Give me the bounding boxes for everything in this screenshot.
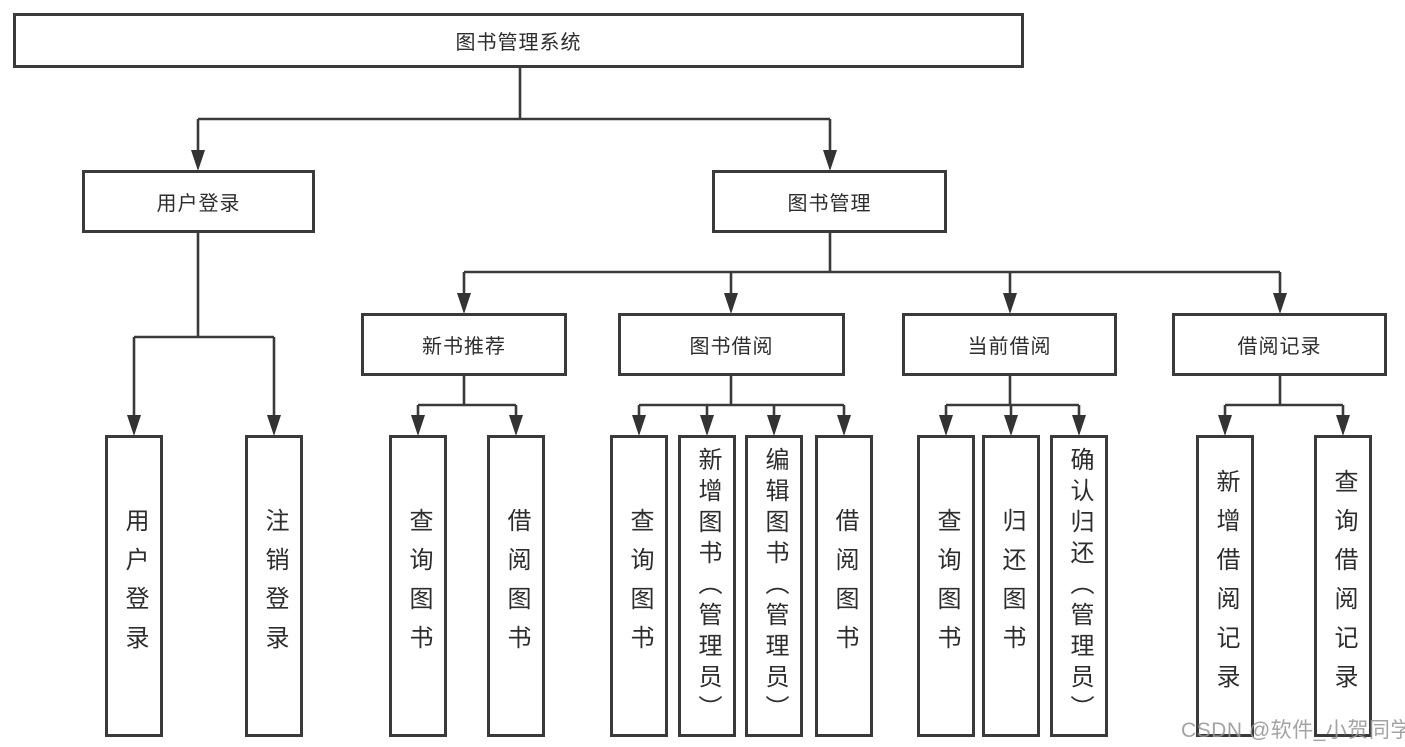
leaf-user-login-label: 用户登录 <box>121 508 148 664</box>
node-user-login-label: 用户登录 <box>156 193 241 215</box>
leaf-confirm-return-admin-label: 确认归还（管理员） <box>1066 446 1093 726</box>
leaf-query-books-recommend-label: 查询图书 <box>405 508 432 664</box>
node-current-borrowing-label: 当前借阅 <box>967 336 1052 358</box>
leaf-add-borrow-record: 新增借阅记录 <box>1196 435 1254 737</box>
leaf-return-books: 归还图书 <box>982 435 1040 737</box>
leaf-borrow-books-borrowing: 借阅图书 <box>815 435 873 737</box>
leaf-add-book-admin: 新增图书（管理员） <box>678 435 736 737</box>
leaf-borrow-books-borrowing-label: 借阅图书 <box>831 508 858 664</box>
leaf-logout-label: 注销登录 <box>261 508 288 664</box>
leaf-add-book-admin-label: 新增图书（管理员） <box>694 446 721 726</box>
leaf-user-login: 用户登录 <box>105 435 163 737</box>
leaf-query-books-borrowing-label: 查询图书 <box>626 508 653 664</box>
node-book-borrowing-label: 图书借阅 <box>689 336 774 358</box>
node-current-borrowing: 当前借阅 <box>902 313 1117 376</box>
leaf-edit-book-admin: 编辑图书（管理员） <box>745 435 803 737</box>
leaf-confirm-return-admin: 确认归还（管理员） <box>1050 435 1108 737</box>
node-new-book-recommendation: 新书推荐 <box>361 313 567 376</box>
node-book-management: 图书管理 <box>712 170 947 233</box>
node-new-book-recommendation-label: 新书推荐 <box>422 336 506 358</box>
node-library-management-system: 图书管理系统 <box>13 13 1024 68</box>
leaf-borrow-books-recommend-label: 借阅图书 <box>503 508 530 664</box>
leaf-query-books-borrowing: 查询图书 <box>610 435 668 737</box>
node-borrowing-records-label: 借阅记录 <box>1237 336 1322 358</box>
node-borrowing-records: 借阅记录 <box>1172 313 1387 376</box>
leaf-query-borrow-record: 查询借阅记录 <box>1314 435 1372 737</box>
leaf-edit-book-admin-label: 编辑图书（管理员） <box>761 446 788 726</box>
leaf-return-books-label: 归还图书 <box>998 508 1025 664</box>
leaf-query-books-recommend: 查询图书 <box>389 435 447 737</box>
leaf-add-borrow-record-label: 新增借阅记录 <box>1212 469 1239 703</box>
node-book-borrowing: 图书借阅 <box>618 313 845 376</box>
leaf-query-books-current: 查询图书 <box>917 435 975 737</box>
node-book-management-label: 图书管理 <box>787 193 872 215</box>
leaf-logout: 注销登录 <box>245 435 303 737</box>
node-user-login: 用户登录 <box>82 170 315 233</box>
leaf-query-borrow-record-label: 查询借阅记录 <box>1330 469 1357 703</box>
leaf-query-books-current-label: 查询图书 <box>933 508 960 664</box>
node-library-management-system-label: 图书管理系统 <box>455 32 582 54</box>
leaf-borrow-books-recommend: 借阅图书 <box>487 435 545 737</box>
csdn-watermark: CSDN @软件_小贺同学 <box>1181 719 1405 742</box>
